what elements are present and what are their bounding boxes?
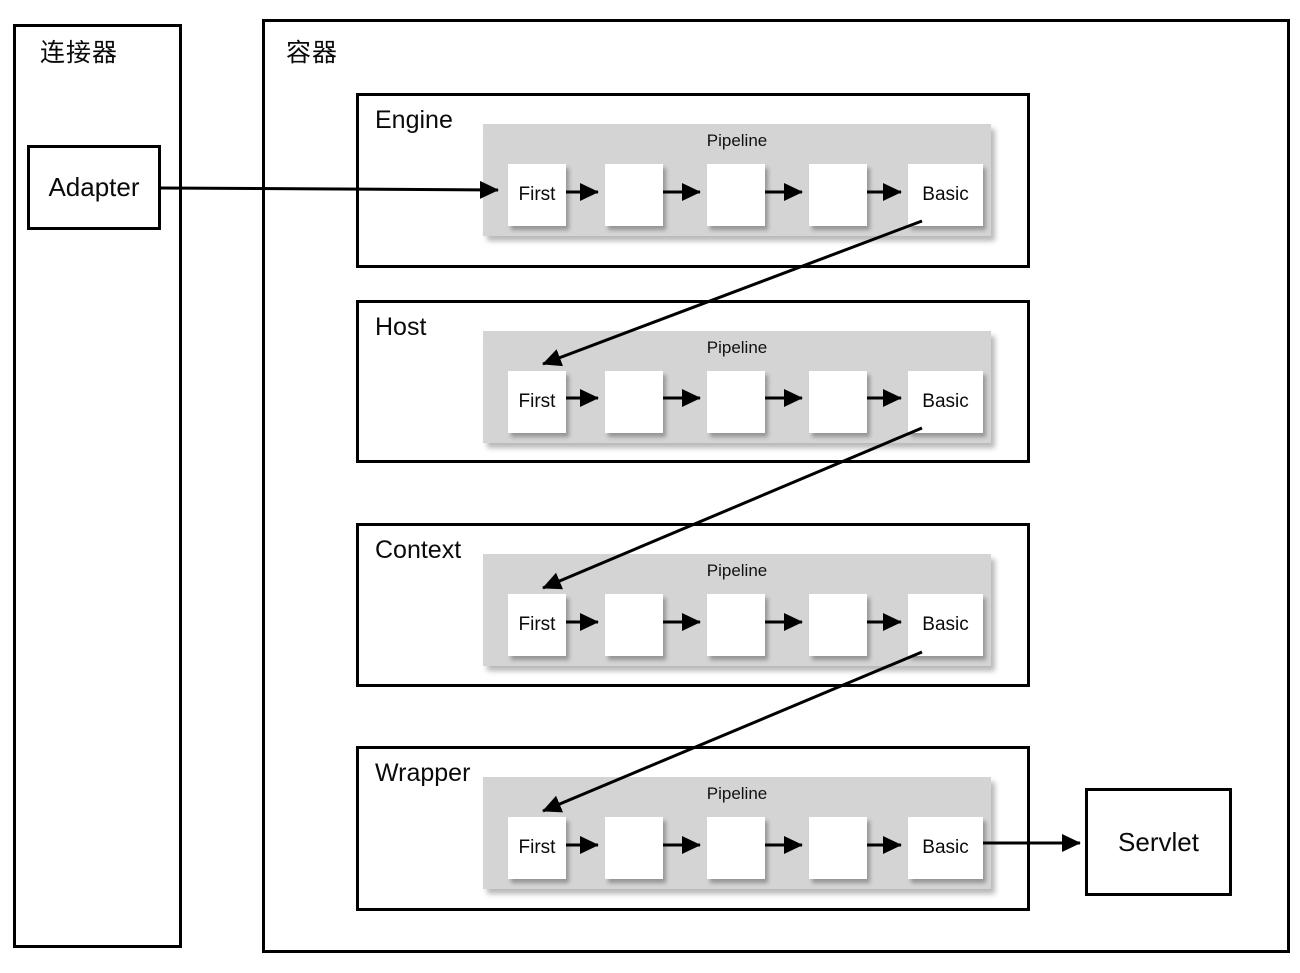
- engine-pipeline: Pipeline First Basic: [483, 124, 991, 236]
- host-box: Host Pipeline First Basic: [356, 300, 1030, 463]
- host-valve-first: First: [508, 371, 566, 433]
- engine-pipeline-label: Pipeline: [706, 131, 768, 150]
- context-valve-first: First: [508, 594, 566, 656]
- host-valve-basic: Basic: [908, 371, 983, 433]
- container-box: [262, 19, 1290, 953]
- wrapper-valve-first: First: [508, 817, 566, 879]
- context-valve-box: [809, 594, 867, 656]
- wrapper-valve-box: [605, 817, 663, 879]
- engine-valve-box: [809, 164, 867, 226]
- wrapper-pipeline-label: Pipeline: [706, 784, 768, 803]
- context-valve-basic: Basic: [908, 594, 983, 656]
- servlet-box: Servlet: [1085, 788, 1232, 896]
- context-label: Context: [375, 536, 462, 564]
- adapter-label: Adapter: [48, 172, 140, 202]
- wrapper-label: Wrapper: [375, 759, 471, 787]
- context-pipeline: Pipeline First Basic: [483, 554, 991, 666]
- engine-valve-box: [707, 164, 765, 226]
- connector-box: [13, 24, 182, 948]
- engine-label: Engine: [375, 106, 453, 134]
- wrapper-valve-box: [809, 817, 867, 879]
- adapter-box: Adapter: [27, 145, 161, 230]
- context-valve-box: [707, 594, 765, 656]
- servlet-label: Servlet: [1118, 826, 1199, 857]
- context-valve-box: [605, 594, 663, 656]
- host-valve-box: [605, 371, 663, 433]
- host-pipeline: Pipeline First Basic: [483, 331, 991, 443]
- engine-box: Engine Pipeline First Basic: [356, 93, 1030, 268]
- wrapper-valve-box: [707, 817, 765, 879]
- host-valve-box: [707, 371, 765, 433]
- host-pipeline-label: Pipeline: [706, 338, 768, 357]
- wrapper-pipeline: Pipeline First Basic: [483, 777, 991, 889]
- container-label: 容器: [286, 39, 339, 67]
- wrapper-box: Wrapper Pipeline First Basic: [356, 746, 1030, 911]
- connector-label: 连接器: [40, 39, 119, 67]
- context-box: Context Pipeline First Basic: [356, 523, 1030, 687]
- context-pipeline-label: Pipeline: [706, 561, 768, 580]
- engine-valve-first: First: [508, 164, 566, 226]
- host-label: Host: [375, 313, 427, 341]
- wrapper-valve-basic: Basic: [908, 817, 983, 879]
- engine-valve-basic: Basic: [908, 164, 983, 226]
- engine-valve-box: [605, 164, 663, 226]
- host-valve-box: [809, 371, 867, 433]
